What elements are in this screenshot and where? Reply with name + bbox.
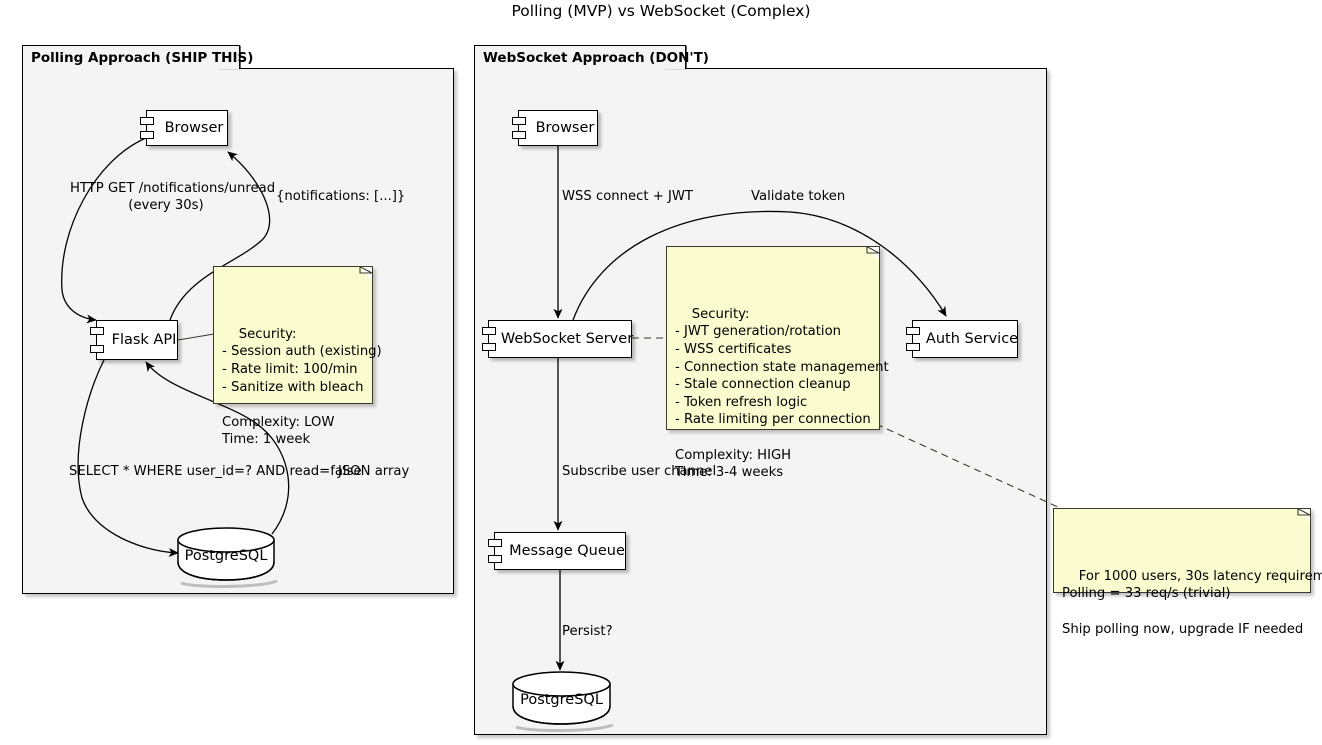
edge-label-notifications-response: {notifications: [...]} xyxy=(276,189,406,204)
component-lug-bottom-icon xyxy=(906,343,920,351)
component-label: Browser xyxy=(164,120,224,136)
component-label: Message Queue xyxy=(509,543,625,559)
component-label: WebSocket Server xyxy=(500,331,634,347)
component-label: Flask API xyxy=(111,332,177,348)
component-lug-bottom-icon xyxy=(512,131,526,139)
edge-label-subscribe-channel: Subscribe user channel xyxy=(562,464,717,479)
database-label-postgres-left: PostgreSQL xyxy=(184,548,268,564)
note-fold-icon xyxy=(359,267,372,280)
component-lug-top-icon xyxy=(488,539,502,547)
component-lug-top-icon xyxy=(906,327,920,335)
component-websocket-server[interactable]: WebSocket Server xyxy=(482,320,634,358)
component-message-queue[interactable]: Message Queue xyxy=(488,532,626,570)
note-fold-icon xyxy=(1297,509,1310,522)
edge-label-select-query: SELECT * WHERE user_id=? AND read=false xyxy=(69,464,362,479)
component-label: Auth Service xyxy=(925,331,1019,347)
package-polling-title: Polling Approach (SHIP THIS) xyxy=(31,49,254,66)
note-fold-icon xyxy=(866,247,879,260)
component-browser-websocket[interactable]: Browser xyxy=(512,110,598,146)
package-polling-tab: Polling Approach (SHIP THIS) xyxy=(22,45,253,69)
component-lug-bottom-icon xyxy=(140,131,154,139)
component-lug-top-icon xyxy=(90,327,104,335)
component-lug-bottom-icon xyxy=(482,343,496,351)
component-lug-top-icon xyxy=(140,117,154,125)
database-label-postgres-right: PostgreSQL xyxy=(520,692,603,708)
component-label: Browser xyxy=(535,120,595,136)
edge-label-json-array: JSON array xyxy=(338,464,410,479)
component-lug-top-icon xyxy=(512,117,526,125)
edge-label-http-get: HTTP GET /notifications/unread (every 30… xyxy=(70,181,276,213)
component-lug-bottom-icon xyxy=(90,345,104,353)
edge-label-validate-token: Validate token xyxy=(751,189,846,204)
edge-label-wss-connect: WSS connect + JWT xyxy=(562,189,693,204)
note-text: For 1000 users, 30s latency requirement:… xyxy=(1062,568,1322,637)
component-lug-top-icon xyxy=(482,327,496,335)
note-summary-recommendation: For 1000 users, 30s latency requirement:… xyxy=(1053,508,1322,637)
package-websocket-tab: WebSocket Approach (DON'T) xyxy=(474,45,709,69)
edge-label-persist: Persist? xyxy=(562,624,613,639)
note-polling-security: Security: - Session auth (existing) - Ra… xyxy=(213,266,382,447)
note-websocket-security: Security: - JWT generation/rotation - WS… xyxy=(666,246,889,480)
component-lug-bottom-icon xyxy=(488,555,502,563)
diagram-title: Polling (MVP) vs WebSocket (Complex) xyxy=(511,2,811,20)
package-websocket-title: WebSocket Approach (DON'T) xyxy=(483,49,709,66)
component-flask-api[interactable]: Flask API xyxy=(90,320,178,360)
component-auth-service[interactable]: Auth Service xyxy=(906,320,1019,358)
component-browser-polling[interactable]: Browser xyxy=(140,110,228,146)
